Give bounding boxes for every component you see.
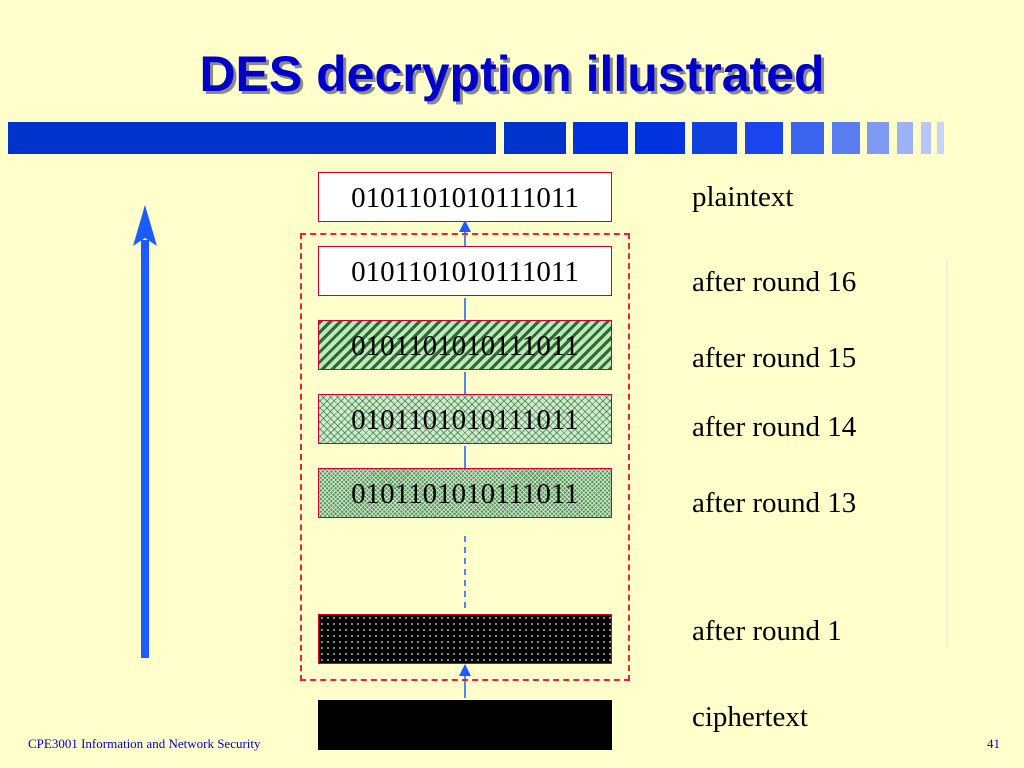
label-round14: after round 14 [692, 411, 857, 443]
round15-block: 0101101010111011 [318, 320, 612, 370]
decryption-rounds-box [300, 233, 630, 681]
label-plaintext: plaintext [692, 181, 794, 213]
round14-block: 0101101010111011 [318, 394, 612, 444]
round13-block: 0101101010111011 [318, 468, 612, 518]
round14-bits: 0101101010111011 [351, 404, 579, 436]
round13-bits: 0101101010111011 [351, 478, 579, 510]
big-up-arrow [133, 205, 157, 658]
footer-course: CPE3001 Information and Network Security [28, 736, 261, 751]
label-round1: after round 1 [692, 615, 842, 647]
page-number: 41 [987, 736, 1000, 751]
plaintext-block: 0101101010111011 [318, 172, 612, 222]
round16-bits: 0101101010111011 [351, 256, 579, 288]
label-ciphertext: ciphertext [692, 701, 808, 733]
plaintext-bits: 0101101010111011 [351, 182, 579, 214]
label-round16: after round 16 [692, 266, 857, 298]
round15-bits: 0101101010111011 [351, 330, 579, 362]
label-round15: after round 15 [692, 342, 857, 374]
ciphertext-block [318, 700, 612, 750]
round1-block [318, 614, 612, 664]
label-round13: after round 13 [692, 487, 857, 519]
round16-block: 0101101010111011 [318, 246, 612, 296]
slide-title: DES decryption illustrated [199, 46, 825, 102]
